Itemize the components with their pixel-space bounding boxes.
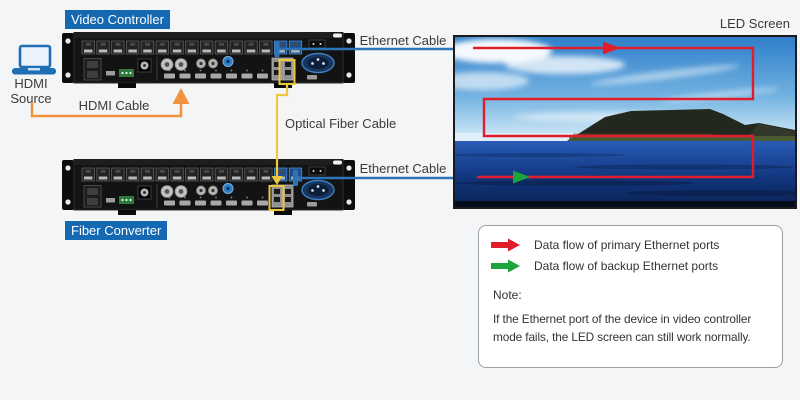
hdmi-source-label: HDMI Source	[10, 76, 52, 106]
optical-fiber-cable-label: Optical Fiber Cable	[285, 116, 397, 131]
fiber-converter-label: Fiber Converter	[65, 221, 168, 240]
led-screen-label: LED Screen	[719, 16, 790, 31]
backup-flow-arrow-icon	[513, 170, 530, 184]
hdmi-cable-arrow-icon	[172, 88, 190, 104]
photo-bottom-strip	[455, 201, 795, 207]
note-title: Note:	[493, 288, 522, 302]
video-controller-device	[62, 32, 355, 88]
led-screen-picture	[455, 37, 795, 207]
note-line: If the Ethernet port of the device in vi…	[493, 312, 752, 326]
ethernet-cable-label-bottom: Ethernet Cable	[359, 161, 447, 176]
video-controller-label: Video Controller	[65, 10, 170, 29]
note-line: mode fails, the LED screen can still wor…	[493, 330, 751, 344]
mountain	[567, 109, 795, 141]
fiber-converter-device	[62, 159, 355, 215]
legend-item-label: Data flow of primary Ethernet ports	[534, 238, 720, 252]
backup-flow-legend-arrow-icon	[491, 259, 520, 273]
legend-box: Data flow of primary Ethernet ports Data…	[478, 225, 783, 368]
primary-data-flow-path	[473, 46, 755, 179]
primary-flow-legend-arrow-icon	[491, 238, 520, 252]
primary-flow-arrow-icon	[603, 41, 620, 55]
laptop-icon	[12, 44, 56, 75]
ethernet-cable-label-top: Ethernet Cable	[359, 33, 447, 48]
waves	[455, 153, 795, 196]
legend-item-backup: Data flow of backup Ethernet ports	[491, 258, 718, 274]
led-screen-image	[453, 35, 797, 209]
hdmi-cable-label: HDMI Cable	[78, 98, 150, 113]
sea	[455, 141, 795, 207]
legend-item-label: Data flow of backup Ethernet ports	[534, 259, 719, 273]
legend-item-primary: Data flow of primary Ethernet ports	[491, 237, 719, 253]
